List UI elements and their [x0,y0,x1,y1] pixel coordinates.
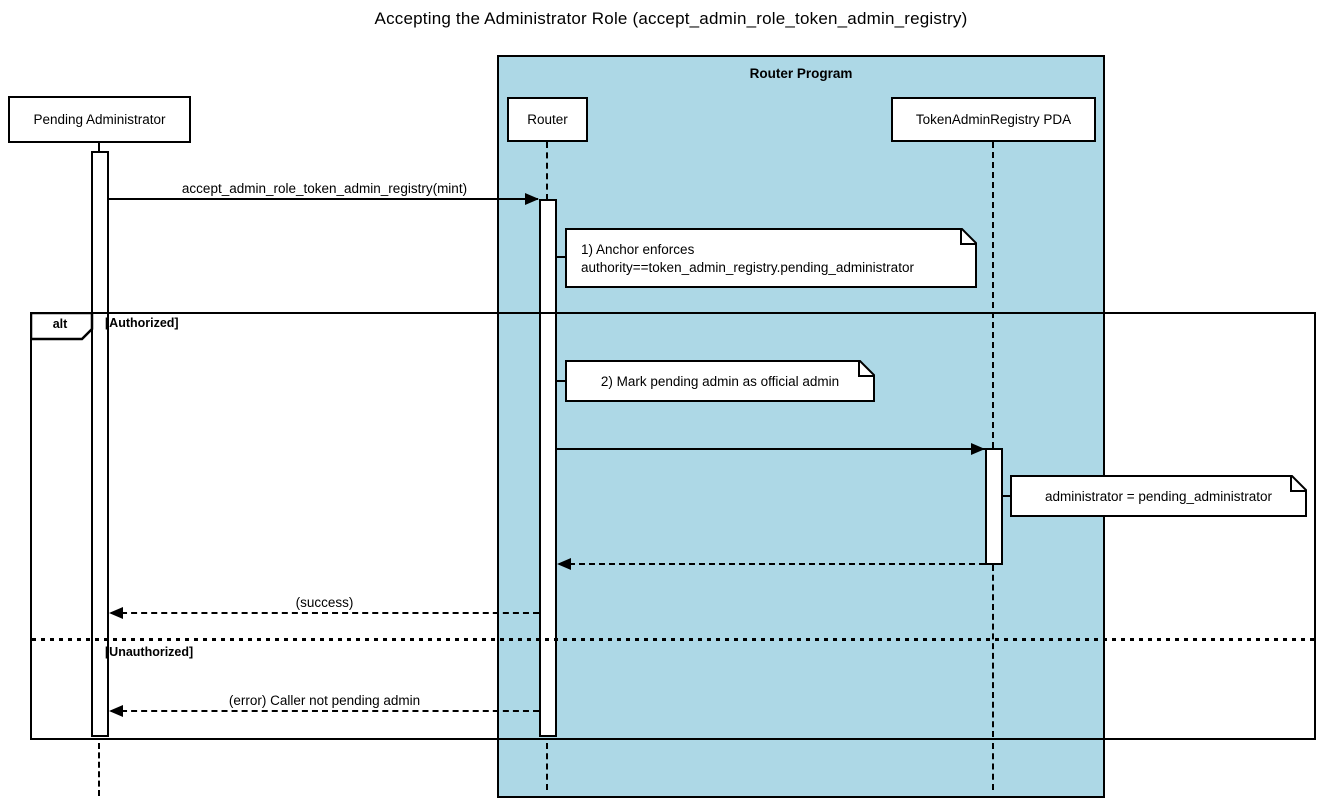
alt-operator-label: alt [52,317,68,331]
router-activation-bar [539,199,557,737]
router-lifeline-lower [546,743,548,790]
arrowhead-left-icon [109,606,123,619]
pda-lifeline-upper [992,142,994,448]
pda-activation-bar [985,448,1003,565]
participant-token-admin-registry-pda-label: TokenAdminRegistry PDA [915,112,1072,127]
participant-router: Router [507,97,588,142]
note-mark-admin: 2) Mark pending admin as official admin [565,360,875,402]
participant-pending-administrator: Pending Administrator [8,96,191,143]
note-anchor-enforces-line2: authority==token_admin_registry.pending_… [581,260,914,275]
note-anchor-enforces-line1: 1) Anchor enforces [581,242,695,257]
message-error-line [111,710,539,712]
message-update-line [557,448,985,450]
arrowhead-right-icon [971,442,985,455]
pending-admin-lifeline-lower [98,743,100,796]
note-fold-icon [858,360,875,377]
router-lifeline-upper [546,142,548,200]
message-error-label: (error) Caller not pending admin [228,693,421,708]
message-call-line [109,198,538,200]
message-success-label: (success) [295,595,354,610]
alt-fragment-frame: alt [30,312,1316,740]
router-program-frame: Router Program [497,55,1105,798]
guard-authorized-label: [Authorized] [105,316,179,330]
note-anchor-enforces-connector [555,256,567,258]
pda-lifeline-lower [992,743,994,790]
arrowhead-left-icon [109,704,123,717]
note-fold-icon [960,228,977,245]
pending-admin-lifeline-stub [98,143,100,152]
message-call-label: accept_admin_role_token_admin_registry(m… [181,181,468,196]
alt-operator-pentagon [30,312,94,341]
note-fold-icon [1290,475,1307,492]
participant-token-admin-registry-pda: TokenAdminRegistry PDA [891,97,1096,142]
message-success-line [111,612,539,614]
note-assign-admin: administrator = pending_administrator [1010,475,1307,517]
participant-router-label: Router [527,112,568,127]
router-program-label: Router Program [749,66,853,81]
note-mark-admin-text: 2) Mark pending admin as official admin [600,373,840,389]
pending-admin-activation-bar [91,151,109,737]
alt-section-divider [32,638,1314,641]
pda-lifeline-mid [992,565,994,737]
participant-pending-administrator-label: Pending Administrator [33,112,166,127]
note-assign-admin-connector [1001,495,1012,497]
guard-unauthorized-label: [Unauthorized] [105,645,194,659]
message-return-line [559,563,985,565]
note-mark-admin-connector [555,380,567,382]
arrowhead-right-icon [525,192,539,205]
diagram-title: Accepting the Administrator Role (accept… [374,9,968,28]
note-anchor-enforces: 1) Anchor enforces authority==token_admi… [565,228,977,288]
arrowhead-left-icon [557,557,571,570]
note-assign-admin-text: administrator = pending_administrator [1045,488,1272,504]
